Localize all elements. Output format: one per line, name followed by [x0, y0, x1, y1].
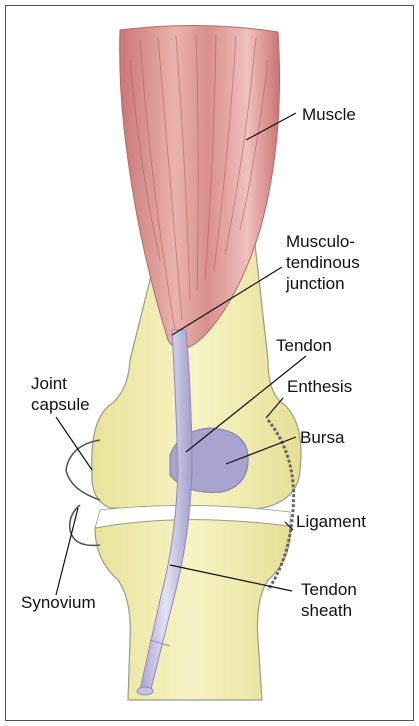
label-tendon-sheath: Tendon sheath: [301, 579, 357, 621]
label-muscle: Muscle: [302, 104, 356, 125]
label-musculotendinous-junction: Musculo- tendinous junction: [286, 231, 360, 294]
label-enthesis: Enthesis: [287, 376, 352, 397]
label-tendon: Tendon: [276, 335, 332, 356]
label-ligament: Ligament: [296, 511, 366, 532]
lower-bone: [95, 519, 290, 700]
label-joint-capsule: Joint capsule: [31, 373, 90, 415]
label-synovium: Synovium: [21, 592, 96, 613]
label-bursa: Bursa: [300, 427, 344, 448]
leader-synovium: [56, 508, 78, 595]
